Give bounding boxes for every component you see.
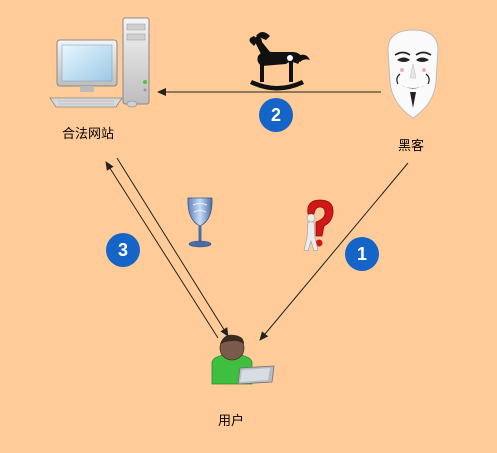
arrow-website-to-user: [116, 157, 229, 337]
arrow-hacker-to-user: [259, 162, 409, 341]
wine-glass-icon: [187, 197, 213, 248]
rocking-horse-icon: [249, 32, 310, 91]
step-badge-3: 3: [106, 233, 140, 267]
question-mark-figure-icon: [303, 199, 334, 252]
step-badge-1: 1: [345, 237, 379, 271]
computer-icon: [49, 17, 150, 108]
website-label: 合法网站: [62, 127, 115, 142]
step-badge-2: 2: [259, 98, 293, 132]
user-label: 用户: [218, 414, 245, 429]
user-laptop-icon: [211, 334, 275, 385]
hacker-label: 黑客: [398, 139, 425, 154]
anonymous-mask-icon: [387, 29, 439, 119]
arrow-user-to-website: [105, 161, 219, 339]
